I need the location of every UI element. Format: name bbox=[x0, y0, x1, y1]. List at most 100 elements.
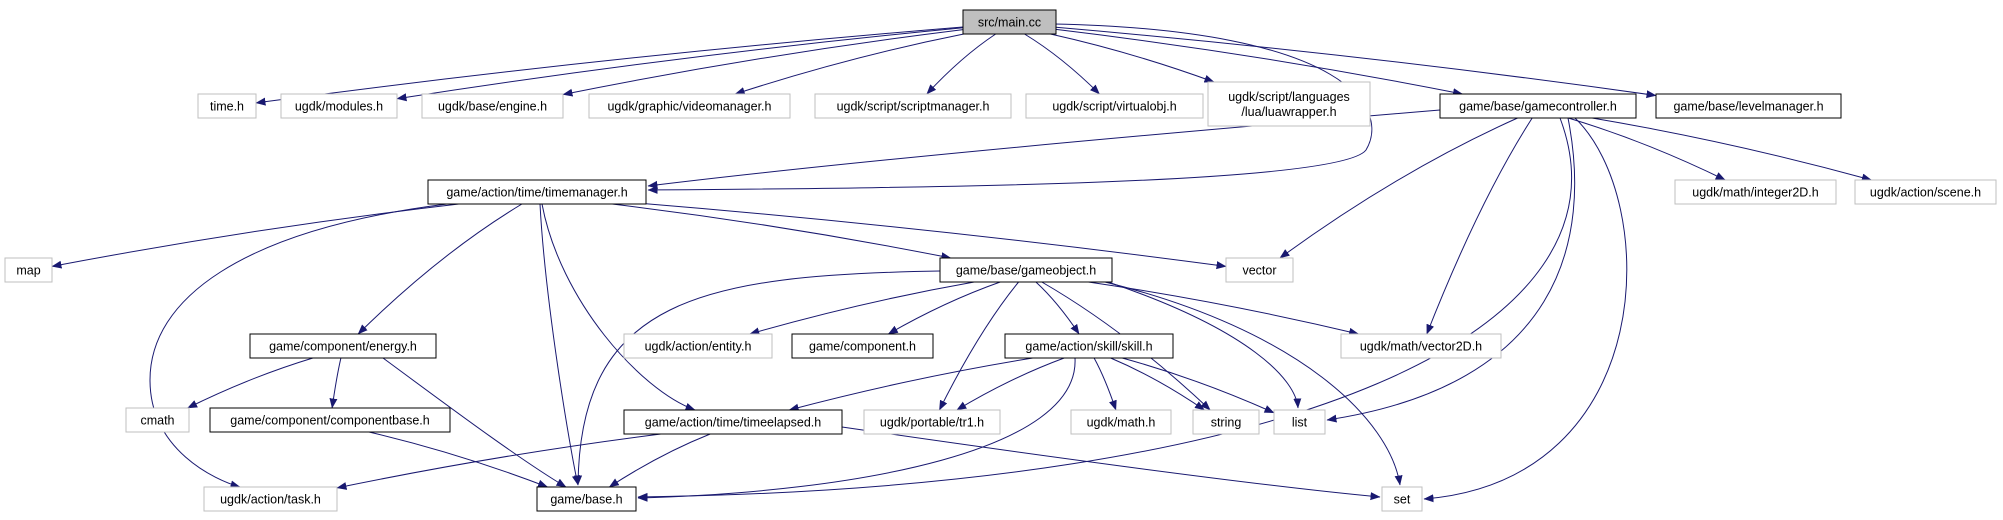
node-label: cmath bbox=[140, 414, 174, 428]
edge-skill-h-to-list bbox=[1122, 357, 1275, 414]
edge-skill-h-to-base-h bbox=[637, 357, 1076, 502]
node-base-h[interactable]: game/base.h bbox=[536, 486, 637, 512]
node-box bbox=[1207, 81, 1371, 127]
edge-timemanager-h-to-map bbox=[51, 203, 459, 269]
node-virtualobj-h: ugdk/script/virtualobj.h bbox=[1025, 93, 1204, 119]
node-gamecontroller-h[interactable]: game/base/gamecontroller.h bbox=[1439, 93, 1637, 119]
node-label: game/base/levelmanager.h bbox=[1673, 100, 1823, 114]
edge-timemanager-h-to-gameobject-h bbox=[612, 203, 952, 261]
edge-gameobject-h-to-list bbox=[1107, 281, 1302, 409]
node-videomanager-h: ugdk/graphic/videomanager.h bbox=[588, 93, 791, 119]
edge-skill-h-to-timeelapsed-h bbox=[788, 357, 1033, 412]
edge-gameobject-h-to-set bbox=[1104, 281, 1403, 486]
edge-energy-h-to-base-h bbox=[382, 357, 567, 488]
node-label: set bbox=[1394, 493, 1411, 507]
edge-gameobject-h-to-component-h bbox=[887, 281, 1001, 335]
edge-timeelapsed-h-to-set bbox=[841, 426, 1381, 501]
node-timeelapsed-h[interactable]: game/action/time/timeelapsed.h bbox=[623, 409, 843, 435]
edge-timemanager-h-to-base-h bbox=[539, 203, 580, 486]
node-luawrapper-h: ugdk/script/languages/lua/luawrapper.h bbox=[1207, 81, 1371, 127]
node-box bbox=[197, 93, 257, 119]
node-component-h[interactable]: game/component.h bbox=[791, 333, 934, 359]
node-skill-h[interactable]: game/action/skill/skill.h bbox=[1004, 333, 1174, 359]
node-label: game/base.h bbox=[550, 493, 622, 507]
edge-componentbase-h-to-base-h bbox=[368, 431, 548, 488]
edge-main-cc-to-time-h bbox=[255, 26, 964, 106]
edge-timeelapsed-h-to-task-h bbox=[336, 433, 661, 490]
node-label: vector bbox=[1242, 264, 1276, 278]
edge-gamecontroller-h-to-scene-h bbox=[1592, 117, 1872, 182]
node-label: ugdk/modules.h bbox=[295, 100, 383, 114]
node-box bbox=[209, 407, 451, 433]
node-box bbox=[1070, 409, 1172, 435]
node-componentbase-h[interactable]: game/component/componentbase.h bbox=[209, 407, 451, 433]
node-map: map bbox=[4, 257, 53, 283]
node-box bbox=[421, 93, 564, 119]
node-scene-h: ugdk/action/scene.h bbox=[1854, 179, 1997, 205]
nodes-layer: src/main.cc time.h ugdk/modules.h ugdk/base… bbox=[4, 9, 1997, 512]
node-box bbox=[588, 93, 791, 119]
node-box bbox=[1004, 333, 1174, 359]
edge-main-cc-to-scriptmanager-h bbox=[926, 33, 996, 95]
node-box bbox=[249, 333, 437, 359]
node-label: game/component.h bbox=[809, 340, 916, 354]
node-task-h: ugdk/action/task.h bbox=[203, 486, 338, 512]
node-box bbox=[791, 333, 934, 359]
node-tr1-h: ugdk/portable/tr1.h bbox=[863, 409, 1001, 435]
node-label: map bbox=[16, 264, 40, 278]
node-label: ugdk/action/entity.h bbox=[645, 340, 752, 354]
node-entity-h: ugdk/action/entity.h bbox=[623, 333, 773, 359]
edge-main-cc-to-videomanager-h bbox=[734, 33, 964, 95]
edge-gamecontroller-h-to-vector bbox=[1279, 117, 1518, 259]
node-box bbox=[280, 93, 398, 119]
edge-timemanager-h-to-energy-h bbox=[357, 203, 523, 335]
node-label: game/action/time/timeelapsed.h bbox=[645, 416, 822, 430]
node-gameobject-h[interactable]: game/base/gameobject.h bbox=[939, 257, 1113, 283]
node-ugdk-math-h: ugdk/math.h bbox=[1070, 409, 1172, 435]
node-main-cc[interactable]: src/main.cc bbox=[962, 9, 1057, 35]
node-label: src/main.cc bbox=[978, 16, 1041, 30]
node-box bbox=[623, 409, 843, 435]
node-label: ugdk/base/engine.h bbox=[438, 100, 547, 114]
node-label: ugdk/math.h bbox=[1087, 416, 1156, 430]
node-box bbox=[1273, 409, 1326, 435]
node-label: list bbox=[1292, 416, 1308, 430]
edge-gamecontroller-h-to-integer2d-h bbox=[1568, 117, 1726, 181]
node-label: ugdk/portable/tr1.h bbox=[880, 416, 984, 430]
node-label: game/base/gameobject.h bbox=[956, 264, 1096, 278]
node-label: ugdk/math/vector2D.h bbox=[1360, 340, 1482, 354]
node-time-h: time.h bbox=[197, 93, 257, 119]
node-levelmanager-h[interactable]: game/base/levelmanager.h bbox=[1655, 93, 1842, 119]
node-label: game/component/componentbase.h bbox=[230, 414, 429, 428]
node-box bbox=[1340, 333, 1502, 359]
node-label: ugdk/action/scene.h bbox=[1870, 186, 1981, 200]
edge-main-cc-to-luawrapper-h bbox=[1050, 33, 1215, 83]
edge-timeelapsed-h-to-base-h bbox=[608, 433, 711, 488]
edge-timemanager-h-to-timeelapsed-h bbox=[541, 203, 696, 411]
node-box bbox=[1025, 93, 1204, 119]
edge-gameobject-h-to-entity-h bbox=[749, 281, 975, 336]
node-box bbox=[1192, 409, 1260, 435]
node-box bbox=[1381, 486, 1423, 512]
node-label: ugdk/action/task.h bbox=[220, 493, 321, 507]
node-vector: vector bbox=[1225, 257, 1294, 283]
edge-gameobject-h-to-base-h bbox=[574, 270, 941, 486]
node-box bbox=[4, 257, 53, 283]
edge-gameobject-h-to-skill-h bbox=[1035, 281, 1080, 335]
node-box bbox=[427, 179, 647, 205]
node-energy-h[interactable]: game/component/energy.h bbox=[249, 333, 437, 359]
node-list: list bbox=[1273, 409, 1326, 435]
node-cmath: cmath bbox=[125, 407, 190, 433]
edge-main-cc-to-engine-h bbox=[562, 29, 964, 97]
node-label: game/base/gamecontroller.h bbox=[1459, 100, 1617, 114]
edge-main-cc-to-modules-h bbox=[396, 27, 964, 102]
node-label: game/action/skill/skill.h bbox=[1025, 340, 1152, 354]
edge-gamecontroller-h-to-vector2d-h bbox=[1426, 117, 1533, 335]
node-label: ugdk/script/virtualobj.h bbox=[1052, 100, 1176, 114]
node-box bbox=[1674, 179, 1837, 205]
node-box bbox=[863, 409, 1001, 435]
node-string: string bbox=[1192, 409, 1260, 435]
node-box bbox=[939, 257, 1113, 283]
node-timemanager-h[interactable]: game/action/time/timemanager.h bbox=[427, 179, 647, 205]
